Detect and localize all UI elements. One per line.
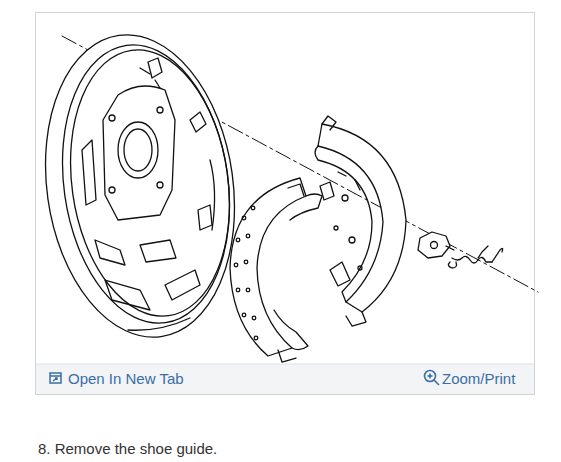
- brake-shoe: [230, 178, 322, 362]
- zoom-icon: [425, 371, 440, 386]
- toolbar-button: Open In New Tab: [68, 370, 184, 388]
- toolbar-button: Zoom/Print: [442, 370, 515, 388]
- backing-plate: [27, 23, 253, 350]
- return-spring: [448, 246, 502, 268]
- toolbar-rule: [36, 364, 534, 365]
- step-caption: 8. Remove the shoe guide.: [38, 440, 217, 458]
- toolbar: [36, 364, 534, 394]
- shoe-guide: [418, 232, 454, 258]
- brake-shoe: [315, 116, 406, 326]
- new-tab-icon: [50, 373, 61, 383]
